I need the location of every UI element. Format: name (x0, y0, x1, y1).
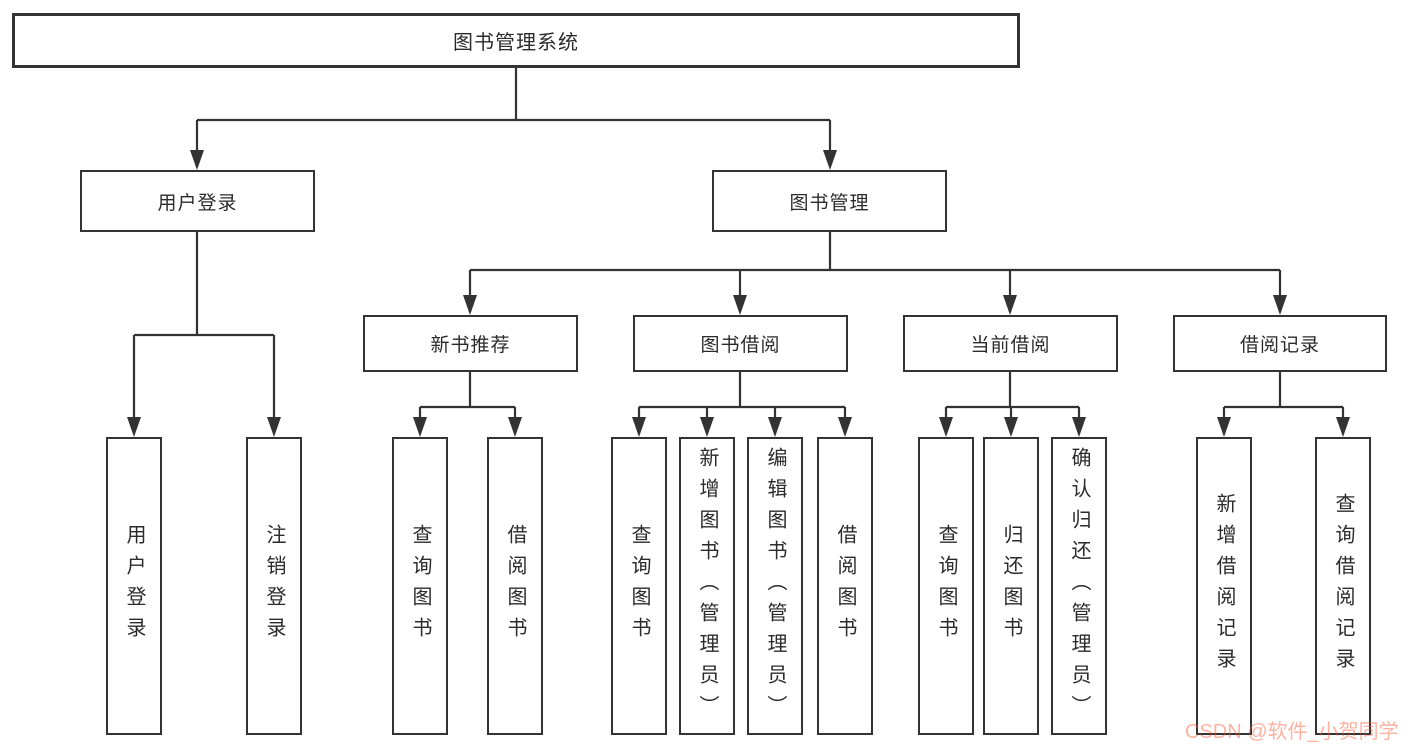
node-book-management: 图书管理 (712, 170, 947, 232)
leaf-user-login: 用户登录 (106, 437, 162, 735)
leaf-return-books: 归还图书 (983, 437, 1039, 735)
leaf-query-books-borrowing: 查询图书 (611, 437, 667, 735)
leaf-query-borrow-record: 查询借阅记录 (1315, 437, 1371, 735)
leaf-borrow-books-borrowing: 借阅图书 (817, 437, 873, 735)
watermark: CSDN @软件_小贺同学 (1185, 721, 1399, 743)
leaf-edit-book-admin: 编辑图书（管理员） (747, 437, 803, 735)
node-current-borrowing: 当前借阅 (903, 315, 1118, 372)
leaf-add-borrow-record: 新增借阅记录 (1196, 437, 1252, 735)
node-book-borrowing: 图书借阅 (633, 315, 848, 372)
node-user-login: 用户登录 (80, 170, 315, 232)
leaf-logout: 注销登录 (246, 437, 302, 735)
leaf-query-books-current: 查询图书 (918, 437, 974, 735)
leaf-add-book-admin: 新增图书（管理员） (679, 437, 735, 735)
leaf-query-books-recommend: 查询图书 (392, 437, 448, 735)
node-library-system: 图书管理系统 (12, 13, 1020, 68)
leaf-confirm-return-admin: 确认归还（管理员） (1051, 437, 1107, 735)
node-borrowing-records: 借阅记录 (1173, 315, 1387, 372)
node-new-book-recommend: 新书推荐 (363, 315, 578, 372)
leaf-borrow-books-recommend: 借阅图书 (487, 437, 543, 735)
